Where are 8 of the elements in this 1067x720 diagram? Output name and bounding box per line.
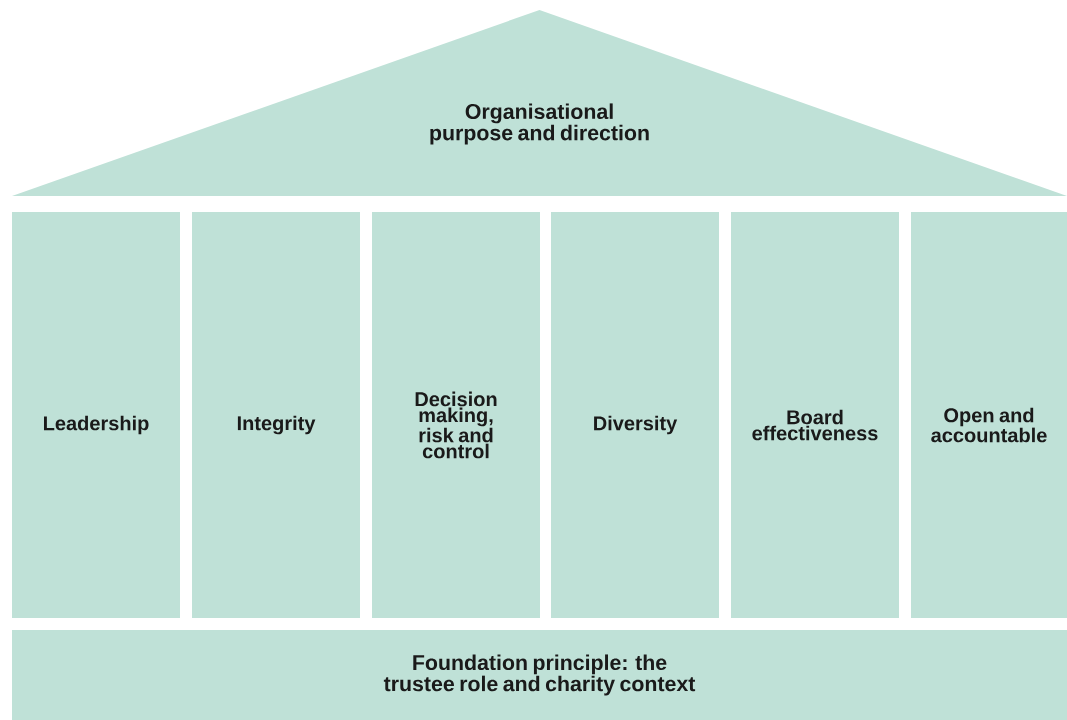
foundation-band: Foundation principle: the trustee role and charity context <box>12 630 1067 720</box>
roof-triangle: Organisational purpose and direction <box>12 10 1067 196</box>
pillar-box: Board effectiveness <box>731 212 899 618</box>
pillar-box: Integrity <box>192 212 360 618</box>
pillar-box: Diversity <box>551 212 719 618</box>
pillar-box: Decision making, risk and control <box>372 212 540 618</box>
pillar-box: Leadership <box>12 212 180 618</box>
pillar-box: Open and accountable <box>911 212 1067 618</box>
